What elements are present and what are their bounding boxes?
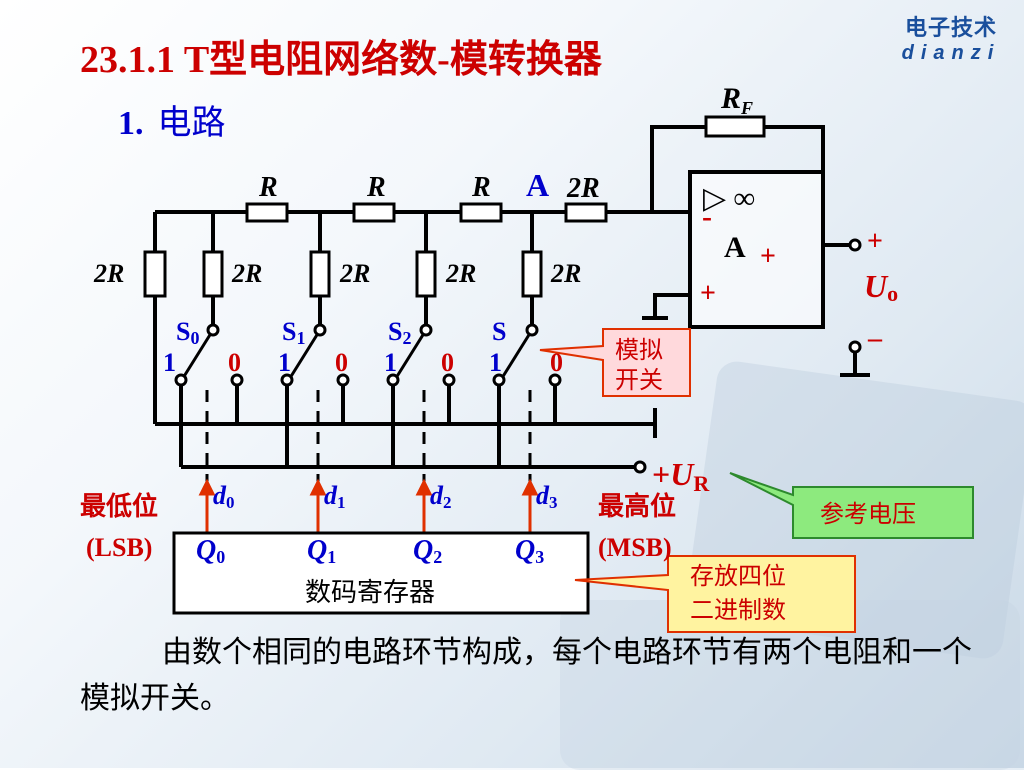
- branch-resistor-label: 2R: [93, 259, 124, 288]
- control-lines: [205, 390, 532, 530]
- data-bit-labels: d0 d1 d2 d3: [213, 481, 558, 512]
- series-resistor: [245, 202, 289, 223]
- analog-switch-callout-box: [539, 328, 691, 397]
- opamp-symbol: ▷ ∞: [703, 182, 755, 215]
- series-resistor-label: R: [366, 172, 386, 203]
- svg-text:最低位: 最低位: [80, 491, 158, 522]
- branch-resistor-label: 2R: [550, 259, 581, 288]
- reference-callout-text: 参考电压: [820, 500, 916, 528]
- logo-text-zh: 电子技术: [904, 15, 997, 40]
- switch-s0-label: S0: [176, 317, 199, 348]
- register-q2-label: Q2: [413, 535, 442, 567]
- switch-one-label: 1: [278, 348, 291, 377]
- switch-zero-label: 0: [550, 348, 563, 377]
- output-plus-label: +: [867, 226, 883, 257]
- analog-switch-callout-text: 模拟 开关: [615, 336, 663, 394]
- opamp-plus-output-label: +: [760, 241, 776, 272]
- svg-text:开关: 开关: [615, 366, 663, 394]
- register-callout-text: 存放四位 二进制数: [690, 562, 786, 624]
- switch-s2-label: S2: [388, 317, 411, 348]
- branch-resistor-label: 2R: [339, 259, 370, 288]
- register-label: 数码寄存器: [305, 578, 435, 608]
- opamp-plus-input-label: +: [700, 278, 716, 309]
- branch-resistor-label: 2R: [445, 259, 476, 288]
- svg-text:最高位: 最高位: [598, 491, 676, 522]
- section-label: 电路: [157, 105, 226, 142]
- opamp-name: A: [724, 231, 746, 264]
- logo-text-en: dianzi: [901, 42, 1001, 64]
- feedback-resistor-label: RF: [720, 82, 753, 118]
- msb-label: 最高位 (MSB): [598, 491, 676, 562]
- description-text: 由数个相同的电路环节构成，每个电路环节有两个电阻和一个模拟开关。: [80, 630, 980, 722]
- opamp-minus-label: -: [702, 200, 712, 233]
- switch-labels: S0 S1 S2 S 1 0 1 0 1 0 1 0: [163, 317, 563, 377]
- branch-resistor-label: 2R: [231, 259, 262, 288]
- switch-one-label: 1: [489, 348, 502, 377]
- switch-zero-label: 0: [335, 348, 348, 377]
- page-title: 23.1.1 T型电阻网络数-模转换器: [80, 39, 602, 81]
- section-number: 1.: [118, 105, 144, 142]
- bit-d0-label: d0: [213, 481, 235, 512]
- node-resistor: [564, 202, 608, 223]
- series-resistor: [459, 202, 503, 223]
- feedback-resistor: [704, 115, 766, 138]
- branch-resistor: [309, 250, 331, 298]
- section-heading: 1. 电路: [118, 95, 226, 144]
- register-q1-label: Q1: [307, 535, 336, 567]
- branch-resistor: [202, 250, 224, 298]
- output-voltage-label: Uo: [864, 268, 898, 306]
- reference-callout-box: [729, 472, 974, 539]
- register-bit-labels: Q0 Q1 Q2 Q3: [196, 535, 544, 567]
- branch-resistor: [521, 250, 543, 298]
- svg-text:(LSB): (LSB): [86, 533, 152, 562]
- switch-s1-label: S1: [282, 317, 305, 348]
- logo: 电子技术 dianzi: [896, 10, 1006, 65]
- switch-s3-label: S: [492, 317, 506, 346]
- bit-d2-label: d2: [430, 481, 452, 512]
- node-resistor-label: 2R: [566, 173, 600, 204]
- reference-voltage-label: +UR: [652, 456, 710, 496]
- register-q3-label: Q3: [515, 535, 544, 567]
- bit-d3-label: d3: [536, 481, 558, 512]
- series-resistor-label: R: [258, 172, 278, 203]
- svg-text:存放四位: 存放四位: [690, 562, 786, 590]
- switch-zero-label: 0: [441, 348, 454, 377]
- node-a-label: A: [526, 167, 549, 203]
- bit-d1-label: d1: [324, 481, 346, 512]
- terminals: [174, 238, 862, 474]
- register-callout-box: [574, 555, 856, 633]
- switch-zero-label: 0: [228, 348, 241, 377]
- description-body: 由数个相同的电路环节构成，每个电路环节有两个电阻和一个模拟开关。: [80, 635, 972, 716]
- svg-text:二进制数: 二进制数: [690, 596, 786, 624]
- register-box: [172, 531, 590, 615]
- bit-arrows: [198, 478, 539, 532]
- series-resistor: [352, 202, 396, 223]
- branch-resistor: [415, 250, 437, 298]
- resistor-set: [143, 115, 766, 298]
- output-minus-label: –: [867, 323, 883, 354]
- svg-text:(MSB): (MSB): [598, 533, 672, 562]
- register-q0-label: Q0: [196, 535, 225, 567]
- lsb-label: 最低位 (LSB): [80, 491, 158, 562]
- switch-one-label: 1: [384, 348, 397, 377]
- svg-text:模拟: 模拟: [615, 336, 663, 364]
- branch-resistor: [143, 250, 167, 298]
- switch-one-label: 1: [163, 348, 176, 377]
- series-resistor-label: R: [471, 172, 491, 203]
